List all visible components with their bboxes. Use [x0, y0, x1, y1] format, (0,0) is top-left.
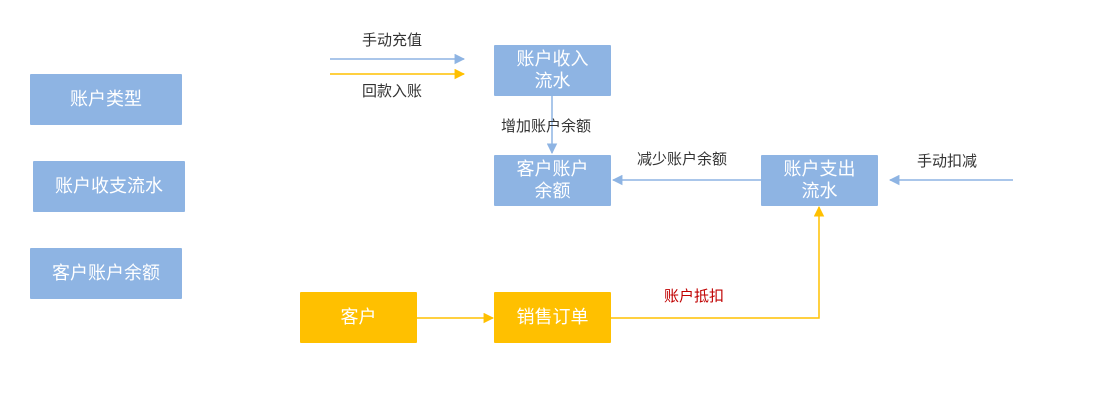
edge-label-decrease-balance: 减少账户余额 — [637, 150, 728, 168]
node-income-flow-label: 账户收入 流水 — [516, 48, 589, 92]
legend-customer-balance-label: 客户账户余额 — [52, 262, 160, 284]
node-sales-order-label: 销售订单 — [516, 306, 589, 328]
legend-account-type: 账户类型 — [30, 74, 182, 125]
node-sales-order: 销售订单 — [494, 292, 611, 343]
arrow-account-deduction — [611, 205, 825, 319]
node-income-flow: 账户收入 流水 — [494, 45, 611, 96]
legend-account-type-label: 账户类型 — [70, 88, 142, 110]
legend-account-flow-label: 账户收支流水 — [55, 175, 163, 197]
legend-customer-balance: 客户账户余额 — [30, 248, 182, 299]
edge-label-payment-received: 回款入账 — [362, 82, 423, 100]
edge-label-manual-recharge: 手动充值 — [362, 31, 423, 49]
node-customer: 客户 — [300, 292, 417, 343]
node-customer-label: 客户 — [340, 306, 377, 328]
edge-label-increase-balance: 增加账户余额 — [501, 117, 592, 135]
legend-account-flow: 账户收支流水 — [33, 161, 185, 212]
node-customer-balance-label: 客户账户 余额 — [516, 158, 589, 202]
node-customer-balance: 客户账户 余额 — [494, 155, 611, 206]
node-expense-flow-label: 账户支出 流水 — [783, 158, 856, 202]
edge-label-manual-deduction: 手动扣减 — [917, 152, 978, 170]
edge-label-account-deduction: 账户抵扣 — [664, 287, 725, 305]
node-expense-flow: 账户支出 流水 — [761, 155, 878, 206]
